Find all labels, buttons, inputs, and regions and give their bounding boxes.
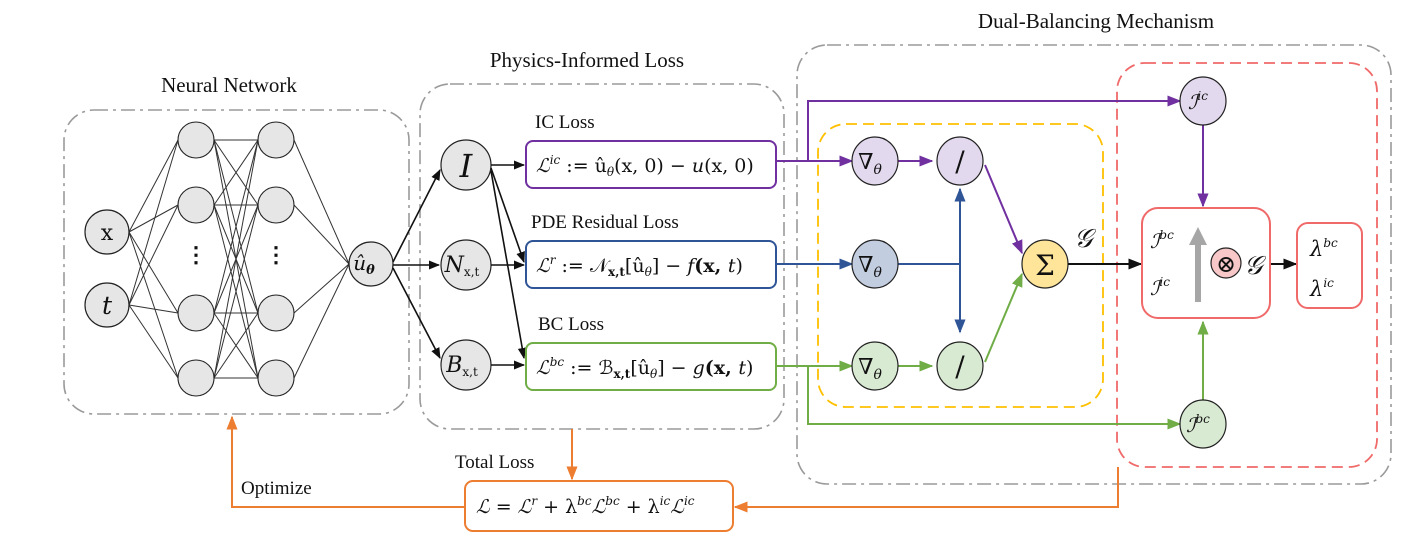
physics-loss-frame: [419, 83, 785, 430]
network-edge: [213, 139, 259, 379]
network-edge: [293, 204, 350, 265]
hidden-node-l1-3: [177, 294, 215, 332]
bc-indicator-node: ℐbc: [1179, 399, 1227, 449]
network-edge: [128, 139, 179, 233]
hidden-node-l2-4: [257, 359, 295, 397]
input-node-x: [84, 209, 130, 255]
sum-node: Σ: [1021, 239, 1069, 289]
dual-balancing-title: Dual-Balancing Mechanism: [978, 9, 1214, 33]
residual-operator-label: Nx,t: [444, 253, 480, 279]
hidden-node-l2-1: [257, 121, 295, 159]
hidden-ellipsis-1: ⋮: [185, 242, 207, 268]
network-edge: [293, 263, 350, 379]
neural-network-frame: [63, 109, 410, 415]
output-node: [348, 241, 394, 287]
pde-gradient-node: ∇θ: [851, 239, 899, 289]
bc-gradient-node: ∇θ: [851, 341, 899, 391]
gradient-sum-label: 𝒢: [1074, 224, 1097, 254]
boundary-operator-label: Bx,t: [445, 353, 478, 379]
network-connections: [128, 139, 350, 379]
network-edge: [128, 304, 179, 314]
ic-flow-lines: [776, 95, 1209, 255]
pde-loss-formula: ℒr := 𝒩x,t[ûθ] − f(x, t): [536, 253, 743, 279]
lambda-box: [1296, 222, 1363, 309]
hidden-node-l2-2: [257, 186, 295, 224]
output-label: ûθ: [353, 251, 375, 278]
multiply-symbol: ⊗: [1216, 250, 1236, 278]
lambda-ic-label: λic: [1309, 276, 1334, 301]
network-nodes: x t ⋮ ⋮ ûθ: [84, 121, 394, 397]
network-edge: [213, 312, 259, 379]
neural-network-title: Neural Network: [161, 73, 297, 97]
ic-loss-label: IC Loss: [535, 112, 595, 133]
output-to-operator-arrows: [392, 169, 441, 359]
input-x-label: x: [101, 221, 114, 246]
network-edge: [213, 139, 259, 314]
svg-text:∇θ: ∇θ: [858, 355, 882, 383]
bc-loss-label: BC Loss: [538, 314, 604, 335]
ic-indicator-node: ℐic: [1179, 76, 1227, 126]
svg-text:Σ: Σ: [1035, 249, 1055, 282]
optimize-label: Optimize: [241, 478, 312, 499]
bc-loss-formula: ℒbc := ℬx,t[ûθ] − g(x, t): [536, 355, 753, 381]
network-edge: [128, 231, 179, 379]
lambda-bc-label: λbc: [1309, 236, 1338, 261]
network-edge: [128, 304, 179, 379]
hidden-ellipsis-2: ⋮: [265, 242, 287, 268]
product-g-label: 𝒢: [1244, 251, 1267, 281]
network-edge: [213, 139, 259, 206]
ic-loss-box: [525, 140, 777, 189]
network-edge: [128, 231, 179, 314]
input-t-label: t: [102, 291, 113, 320]
pde-flow-lines: [776, 187, 966, 334]
network-edge: [293, 263, 350, 314]
input-node-t: [84, 282, 130, 328]
product-box: [1141, 207, 1271, 319]
hidden-node-l2-3: [257, 294, 295, 332]
total-loss-formula: ℒ = ℒr + λbcℒbc + λicℒic: [476, 494, 695, 518]
orange-flow-lines: [226, 415, 1119, 513]
multiply-icon: [1210, 247, 1242, 279]
svg-text:/: /: [955, 350, 965, 383]
network-edge: [128, 204, 179, 233]
network-edge: [213, 204, 259, 379]
pde-loss-label: PDE Residual Loss: [531, 212, 679, 233]
network-edge: [293, 139, 350, 265]
network-edge: [128, 204, 179, 306]
bc-normalize-node: /: [936, 341, 984, 391]
ic-normalize-node: /: [936, 136, 984, 186]
network-edge: [128, 139, 179, 306]
hidden-node-l1-4: [177, 359, 215, 397]
identity-operator-label: I: [459, 147, 474, 185]
physics-loss-title: Physics-Informed Loss: [490, 48, 684, 72]
dual-balancing-frame: [796, 44, 1392, 485]
operator-to-loss-arrows: [490, 160, 527, 370]
hidden-node-l1-2: [177, 186, 215, 224]
ic-loss-formula: ℒic := ûθ(x, 0) − u(x, 0): [536, 153, 754, 179]
svg-text:/: /: [955, 145, 965, 178]
svg-text:∇θ: ∇θ: [858, 150, 882, 178]
bc-flow-lines: [776, 272, 1209, 430]
total-loss-label: Total Loss: [455, 452, 534, 473]
svg-text:∇θ: ∇θ: [858, 253, 882, 281]
ic-gradient-node: ∇θ: [851, 136, 899, 186]
hidden-node-l1-1: [177, 121, 215, 159]
